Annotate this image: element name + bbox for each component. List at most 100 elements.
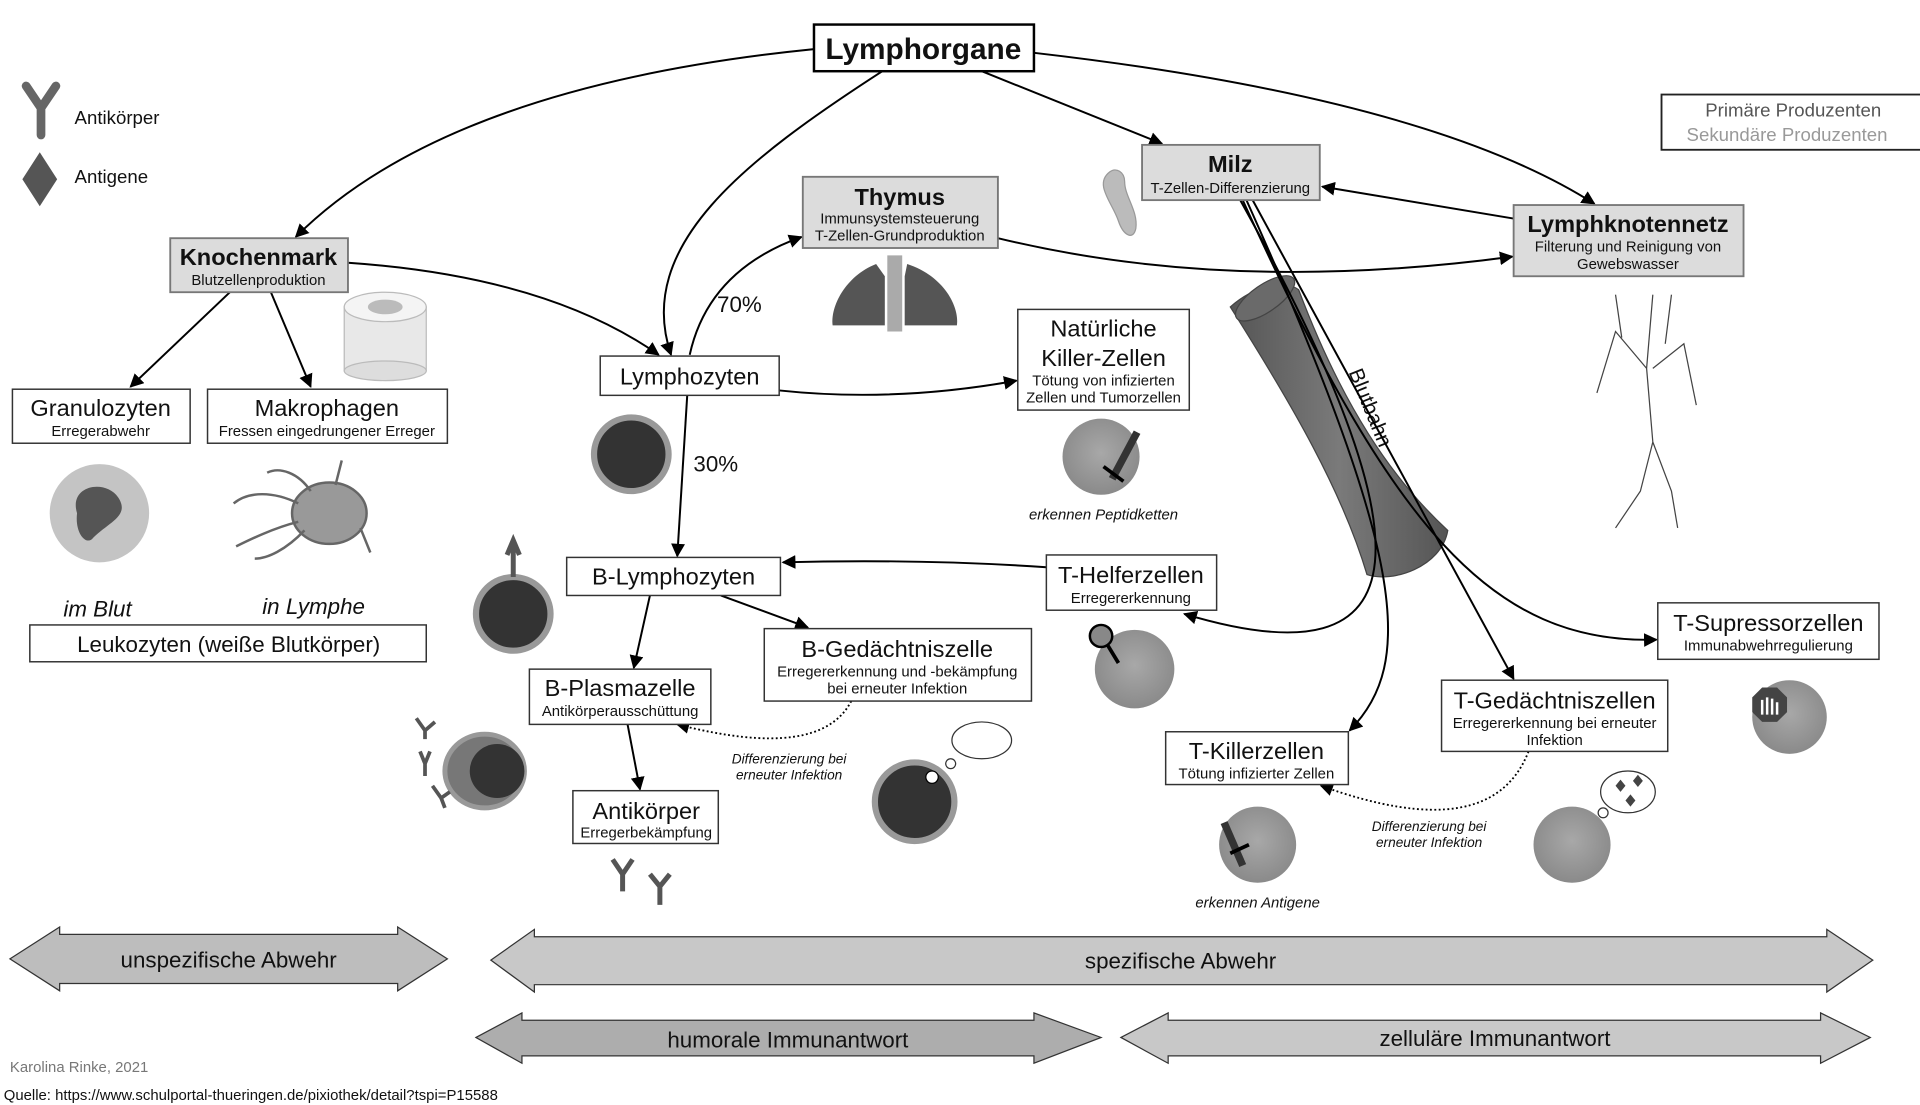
stop-hand-icon: [1760, 697, 1779, 715]
t-suppressor-cell-icon: [1752, 680, 1827, 754]
node-b-plasma: B-Plasmazelle Antikörperausschüttung: [528, 668, 712, 726]
macrophage-icon: [232, 460, 372, 560]
node-b-lymphozyten: B-Lymphozyten: [565, 556, 782, 597]
t-gedaechtnis-title: T-Gedächtniszellen: [1454, 688, 1656, 714]
diff-t-line1: Differenzierung bei: [1372, 819, 1488, 834]
connectors: [129, 48, 1658, 811]
node-nk: Natürliche Killer-Zellen Tötung von infi…: [1017, 308, 1191, 411]
arrow-thymus-lymphknoten: [997, 237, 1514, 273]
antibodies-icon: [610, 858, 672, 905]
makrophagen-sub: Fressen eingedrungener Erreger: [219, 424, 435, 440]
band-unspezifisch: unspezifische Abwehr: [8, 925, 449, 992]
arrow-lymphozyten-blymph: [671, 395, 689, 558]
arrow-milz-tkiller: [1245, 199, 1390, 732]
t-helper-cell-icon: [1088, 623, 1175, 709]
node-t-killer: T-Killerzellen Tötung infizierter Zellen: [1164, 731, 1350, 786]
in-lymph-label: in Lymphe: [262, 594, 365, 619]
arrow-knochenmark-lymphozyten: [347, 261, 660, 356]
node-antikoerper: Antikörper Erregerbekämpfung: [572, 789, 720, 845]
band-zellulaer: zelluläre Immunantwort: [1119, 1011, 1872, 1065]
leukozyten-title: Leukozyten (weiße Blutkörper): [77, 632, 380, 657]
nk-title2: Killer-Zellen: [1041, 345, 1166, 371]
legend-antigen-label: Antigene: [75, 166, 149, 187]
lymphknotennetz-sub1: Filterung und Reinigung von: [1535, 240, 1721, 256]
legend-antibody-label: Antikörper: [75, 107, 160, 128]
t-supressor-title: T-Supressorzellen: [1673, 610, 1863, 636]
b-lymphozyten-title: B-Lymphozyten: [592, 564, 755, 590]
pct-b: 30%: [693, 452, 738, 477]
granulocyte-cell-icon: [49, 464, 150, 563]
lymphozyten-title: Lymphozyten: [620, 363, 760, 389]
b-plasma-sub: Antikörperausschüttung: [542, 704, 699, 720]
band-unspezifisch-label: unspezifische Abwehr: [121, 948, 338, 973]
t-killer-title: T-Killerzellen: [1189, 738, 1324, 764]
arrow-lymphozyten-nk: [779, 376, 1018, 396]
nk-title1: Natürliche: [1050, 316, 1156, 342]
node-leukozyten: Leukozyten (weiße Blutkörper): [29, 624, 427, 663]
author-credit: Karolina Rinke, 2021: [10, 1060, 148, 1076]
granulozyten-title: Granulozyten: [30, 395, 170, 421]
arrow-lymphorgane-milz: [981, 70, 1164, 146]
nk-cell-icon: [1062, 418, 1141, 495]
lymphknotennetz-title: Lymphknotennetz: [1527, 211, 1728, 237]
blood-vessel-illustration: [1229, 275, 1449, 578]
antigen-icon: [22, 152, 58, 207]
band-humoral: humorale Immunantwort: [474, 1011, 1103, 1065]
milz-sub: T-Zellen-Differenzierung: [1151, 181, 1311, 197]
lymphocyte-cell-icon: [590, 414, 672, 495]
node-lymphozyten: Lymphozyten: [599, 355, 780, 397]
t-gedaechtnis-sub1: Erregererkennung bei erneuter: [1453, 716, 1657, 732]
makrophagen-title: Makrophagen: [255, 395, 399, 421]
antikoerper-sub: Erregerbekämpfung: [580, 825, 712, 841]
t-gedaechtnis-sub2: Infektion: [1526, 733, 1582, 749]
milz-title: Milz: [1208, 151, 1253, 177]
thymus-sub1: Immunsystemsteuerung: [820, 212, 979, 228]
b-gedaechtnis-sub1: Erregererkennung und -bekämpfung: [777, 665, 1017, 681]
node-b-gedaechtnis: B-Gedächtniszelle Erregererkennung und -…: [763, 627, 1033, 702]
b-gedaechtnis-sub2: bei erneuter Infektion: [827, 682, 967, 698]
node-granulozyten: Granulozyten Erregerabwehr: [11, 388, 191, 444]
t-killer-note: erkennen Antigene: [1195, 895, 1320, 911]
node-thymus: Thymus Immunsystemsteuerung T-Zellen-Gru…: [801, 175, 999, 249]
node-lymphknotennetz: Lymphknotennetz Filterung und Reinigung …: [1512, 204, 1745, 278]
b-lymphocyte-cell-icon: [472, 533, 554, 654]
t-helfer-sub: Erregererkennung: [1071, 591, 1191, 607]
legend: Antikörper Antigene: [21, 81, 160, 207]
band-spezifisch-label: spezifische Abwehr: [1085, 949, 1277, 974]
nk-sub2: Zellen und Tumorzellen: [1026, 391, 1181, 407]
granulozyten-sub: Erregerabwehr: [51, 424, 150, 440]
antikoerper-title: Antikörper: [592, 798, 700, 824]
pct-thymus: 70%: [717, 292, 762, 317]
arrow-knochenmark-makrophagen: [269, 291, 313, 389]
lymphknotennetz-sub2: Gewebswasser: [1577, 257, 1679, 273]
arrow-milz-tsupressor: [1241, 199, 1658, 647]
spleen-icon: [1102, 169, 1137, 236]
knochenmark-sub: Blutzellenproduktion: [191, 273, 325, 289]
node-milz: Milz T-Zellen-Differenzierung: [1141, 143, 1321, 202]
b-memory-cell-icon: [871, 721, 1013, 845]
node-lymphorgane: Lymphorgane: [812, 23, 1036, 73]
arrow-bplasma-antikoerper: [626, 724, 645, 791]
arrow-blymph-bgedaechtnis: [720, 594, 810, 630]
arrow-thelfer-blymph: [781, 555, 1047, 569]
plasma-cell-icon: [414, 717, 527, 811]
producer-key: Primäre Produzenten Sekundäre Produzente…: [1660, 93, 1920, 151]
b-plasma-title: B-Plasmazelle: [545, 675, 696, 701]
t-memory-cell-icon: [1533, 770, 1656, 883]
key-secondary: Sekundäre Produzenten: [1687, 124, 1888, 145]
band-humoral-label: humorale Immunantwort: [667, 1027, 909, 1052]
arrow-lymphorgane-lymphknoten: [1033, 51, 1596, 205]
t-helfer-title: T-Helferzellen: [1058, 562, 1204, 588]
node-knochenmark: Knochenmark Blutzellenproduktion: [169, 237, 349, 294]
nk-note: erkennen Peptidketten: [1029, 507, 1178, 523]
arrow-tgedaechtnis-tkiller-dotted: [1319, 751, 1530, 811]
illustrations: [49, 169, 1827, 905]
key-primary: Primäre Produzenten: [1705, 100, 1881, 121]
diff-t-line2: erneuter Infektion: [1376, 835, 1482, 850]
lymphorgane-title: Lymphorgane: [825, 33, 1021, 66]
t-supressor-sub: Immunabwehrregulierung: [1684, 639, 1853, 655]
diff-b-line2: erneuter Infektion: [736, 768, 842, 783]
t-killer-sub: Tötung infizierter Zellen: [1179, 766, 1335, 782]
arrow-lymphknoten-milz: [1320, 181, 1514, 220]
